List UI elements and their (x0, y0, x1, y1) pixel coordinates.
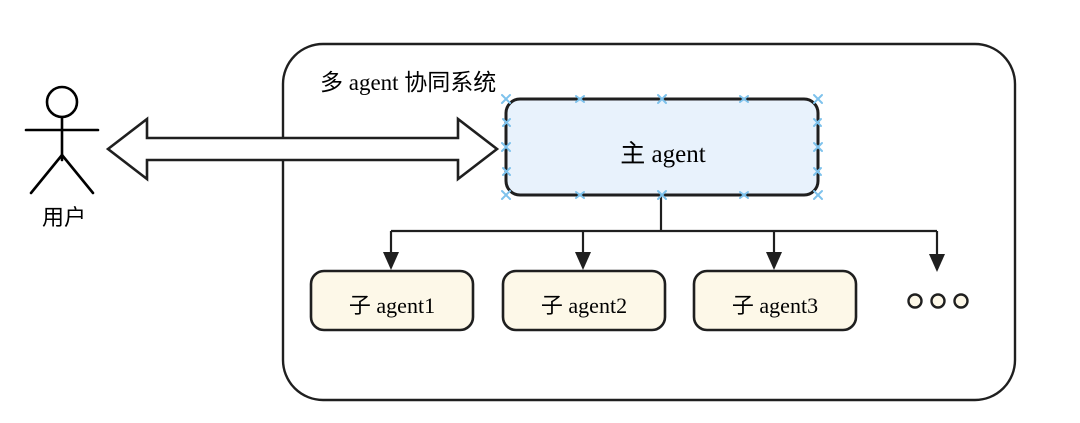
tree-connectors-group (389, 196, 939, 255)
selection-handle-right-quarter-top-icon[interactable] (813, 118, 822, 127)
selection-handle-bottom-mid-icon[interactable] (657, 190, 667, 200)
arrowhead-child-2-icon (575, 252, 591, 270)
selection-handle-top-right-icon[interactable] (813, 94, 823, 104)
selection-handle-top-quarter-left-icon[interactable] (575, 95, 585, 103)
selection-handle-bottom-quarter-left-icon[interactable] (575, 191, 585, 199)
ellipsis-circle-3-icon (953, 293, 969, 309)
child-agent-1-node[interactable] (309, 269, 475, 332)
selection-handle-left-quarter-top-icon[interactable] (502, 118, 511, 127)
child-agent-2-node[interactable] (501, 269, 667, 332)
selection-handle-bottom-left-icon[interactable] (501, 190, 511, 200)
selection-handle-right-quarter-bottom-icon[interactable] (813, 167, 822, 176)
system-container-boundary[interactable] (281, 42, 1017, 402)
actor-stick-figure-icon[interactable] (24, 85, 100, 195)
main-agent-selection-handles[interactable] (501, 94, 823, 200)
tree-arrowheads-group (383, 252, 945, 272)
selection-handle-left-quarter-bottom-icon[interactable] (502, 167, 511, 176)
main-agent-node[interactable] (504, 97, 820, 197)
selection-handle-top-left-icon[interactable] (501, 94, 511, 104)
actor-left-leg-line (29, 153, 64, 195)
ellipsis-circle-1-icon (907, 293, 923, 309)
selection-handle-bottom-right-icon[interactable] (813, 190, 823, 200)
ellipsis-circle-2-icon (930, 293, 946, 309)
selection-handle-top-mid-icon[interactable] (657, 94, 667, 104)
actor-head-icon (45, 85, 79, 119)
actor-right-leg-line (60, 153, 95, 195)
selection-handle-left-mid-icon[interactable] (501, 142, 511, 152)
arrowhead-child-3-icon (766, 252, 782, 270)
selection-handle-top-quarter-right-icon[interactable] (739, 95, 749, 103)
selection-handle-right-mid-icon[interactable] (813, 142, 823, 152)
arrowhead-ellipsis-icon (929, 254, 945, 272)
bidirectional-block-arrow[interactable] (105, 116, 500, 182)
selection-handle-bottom-quarter-right-icon[interactable] (739, 191, 749, 199)
more-agents-ellipsis-icon (907, 293, 969, 309)
arrowhead-child-1-icon (383, 252, 399, 270)
child-agent-3-node[interactable] (692, 269, 858, 332)
